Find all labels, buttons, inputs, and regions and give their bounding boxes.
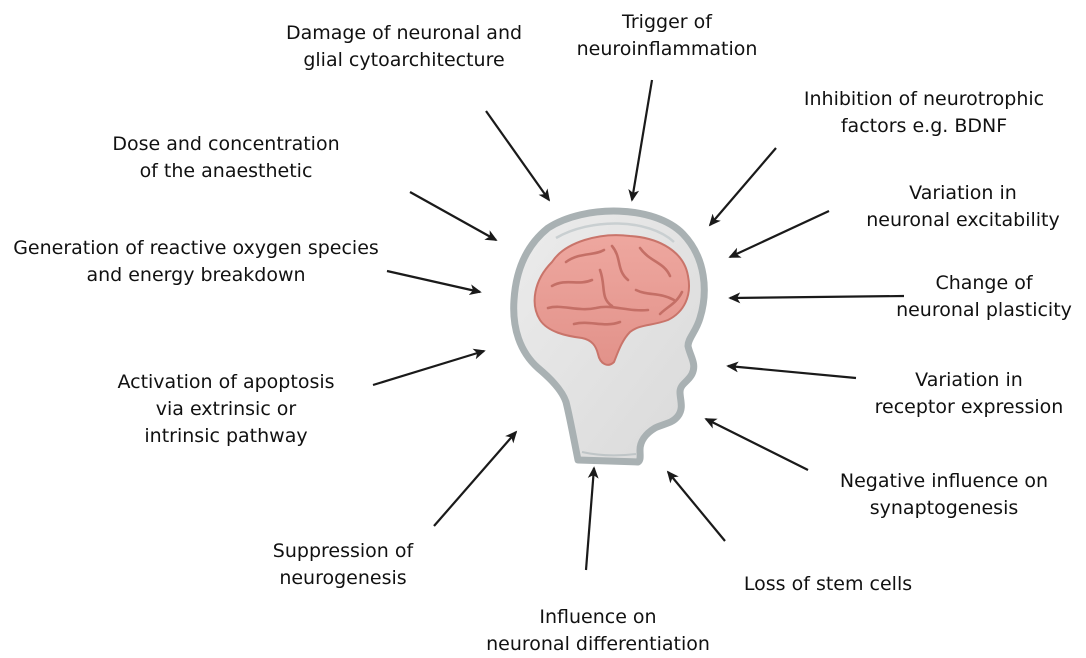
label-dose: Dose and concentration of the anaestheti…: [96, 131, 356, 185]
label-synaptogenesis-line1: Negative influence on: [824, 468, 1064, 495]
label-inhibition-line1: Inhibition of neurotrophic: [786, 86, 1062, 113]
label-synaptogenesis-line2: synaptogenesis: [824, 495, 1064, 522]
label-trigger-line1: Trigger of: [572, 9, 762, 36]
label-plasticity-line1: Change of: [886, 270, 1082, 297]
arrow-stem-cells: [668, 472, 725, 541]
arrow-variation-excitability: [730, 211, 829, 257]
label-damage-line1: Damage of neuronal and: [269, 20, 539, 47]
label-differentiation: Influence on neuronal differentiation: [470, 604, 726, 658]
label-neurogenesis: Suppression of neurogenesis: [254, 538, 432, 592]
label-damage-line2: glial cytoarchitecture: [269, 47, 539, 74]
label-inhibition-line2: factors e.g. BDNF: [786, 113, 1062, 140]
label-generation: Generation of reactive oxygen species an…: [4, 235, 388, 289]
arrow-neurogenesis: [434, 432, 516, 526]
arrow-inhibition: [710, 148, 776, 225]
label-variation-excitability-line1: Variation in: [846, 180, 1080, 207]
label-dose-line1: Dose and concentration: [96, 131, 356, 158]
arrow-differentiation: [586, 468, 594, 570]
label-neurogenesis-line1: Suppression of: [254, 538, 432, 565]
label-plasticity-line2: neuronal plasticity: [886, 297, 1082, 324]
label-receptor: Variation in receptor expression: [858, 367, 1080, 421]
label-generation-line2: and energy breakdown: [4, 262, 388, 289]
arrow-synaptogenesis: [706, 419, 808, 470]
label-differentiation-line2: neuronal differentiation: [470, 631, 726, 658]
label-stem-cells-line1: Loss of stem cells: [728, 571, 928, 598]
arrow-generation: [387, 271, 480, 292]
arrow-receptor: [728, 366, 856, 378]
label-trigger-line2: neuroinflammation: [572, 36, 762, 63]
label-trigger: Trigger of neuroinflammation: [572, 9, 762, 63]
label-stem-cells: Loss of stem cells: [728, 571, 928, 598]
arrow-trigger: [632, 80, 652, 200]
label-plasticity: Change of neuronal plasticity: [886, 270, 1082, 324]
label-damage: Damage of neuronal and glial cytoarchite…: [269, 20, 539, 74]
label-differentiation-line1: Influence on: [470, 604, 726, 631]
label-dose-line2: of the anaesthetic: [96, 158, 356, 185]
label-receptor-line1: Variation in: [858, 367, 1080, 394]
label-apoptosis-line1: Activation of apoptosis: [95, 369, 357, 396]
arrow-apoptosis: [373, 351, 484, 385]
label-inhibition: Inhibition of neurotrophic factors e.g. …: [786, 86, 1062, 140]
label-variation-excitability-line2: neuronal excitability: [846, 207, 1080, 234]
label-apoptosis-line3: intrinsic pathway: [95, 423, 357, 450]
arrow-plasticity: [730, 296, 904, 298]
label-generation-line1: Generation of reactive oxygen species: [4, 235, 388, 262]
label-apoptosis: Activation of apoptosis via extrinsic or…: [95, 369, 357, 450]
label-neurogenesis-line2: neurogenesis: [254, 565, 432, 592]
label-apoptosis-line2: via extrinsic or: [95, 396, 357, 423]
label-variation-excitability: Variation in neuronal excitability: [846, 180, 1080, 234]
arrow-dose: [410, 192, 496, 240]
label-synaptogenesis: Negative influence on synaptogenesis: [824, 468, 1064, 522]
arrow-damage: [486, 111, 549, 200]
label-receptor-line2: receptor expression: [858, 394, 1080, 421]
